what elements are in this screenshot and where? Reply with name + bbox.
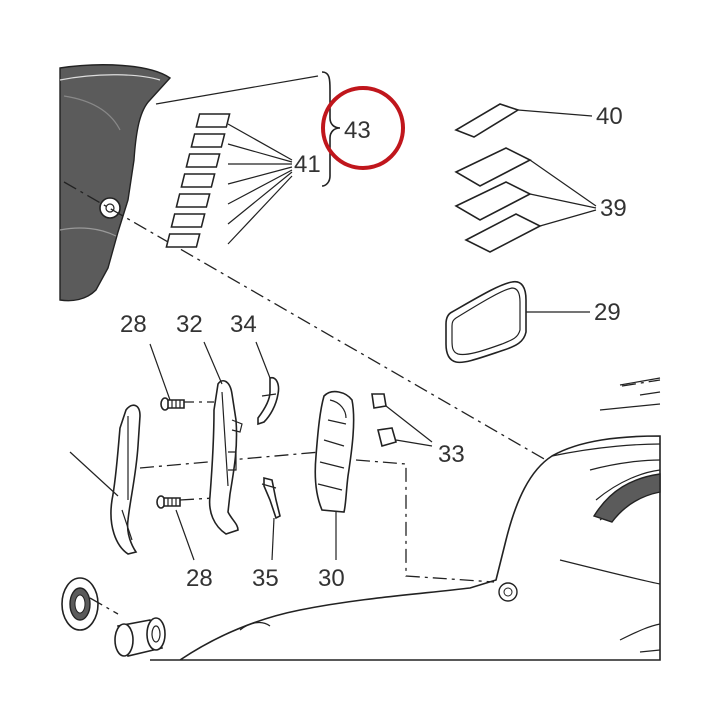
callout-39: 39 xyxy=(600,195,627,222)
highlight-circle xyxy=(321,86,405,170)
callout-28-top: 28 xyxy=(120,311,147,338)
sticker-40 xyxy=(454,103,593,138)
seal-ring-part xyxy=(61,577,99,631)
callout-33: 33 xyxy=(438,441,465,468)
callout-29: 29 xyxy=(594,299,621,326)
callout-32: 32 xyxy=(176,311,203,338)
screw-28-top xyxy=(160,397,185,411)
main-housing xyxy=(150,377,661,661)
stickers-39 xyxy=(454,147,597,253)
label-set-41 xyxy=(165,113,293,248)
callout-41: 41 xyxy=(294,151,321,178)
gasket-29 xyxy=(445,280,590,364)
callout-40: 40 xyxy=(596,103,623,130)
callout-43: 43 xyxy=(344,117,371,144)
dark-shell-part xyxy=(59,64,172,302)
leader-lines xyxy=(149,341,337,561)
bushing-part xyxy=(114,617,166,657)
clip-34 xyxy=(257,376,280,426)
clip-35 xyxy=(261,476,281,520)
screw-28-bottom xyxy=(156,495,181,509)
callout-34: 34 xyxy=(230,311,257,338)
lever-32 xyxy=(208,380,243,535)
callout-30: 30 xyxy=(318,565,345,592)
pads-33 xyxy=(371,393,433,447)
callout-35: 35 xyxy=(252,565,279,592)
callout-28-bottom: 28 xyxy=(186,565,213,592)
cover-30 xyxy=(314,390,355,513)
bracket-left xyxy=(69,404,141,555)
brace-43 xyxy=(155,71,341,187)
